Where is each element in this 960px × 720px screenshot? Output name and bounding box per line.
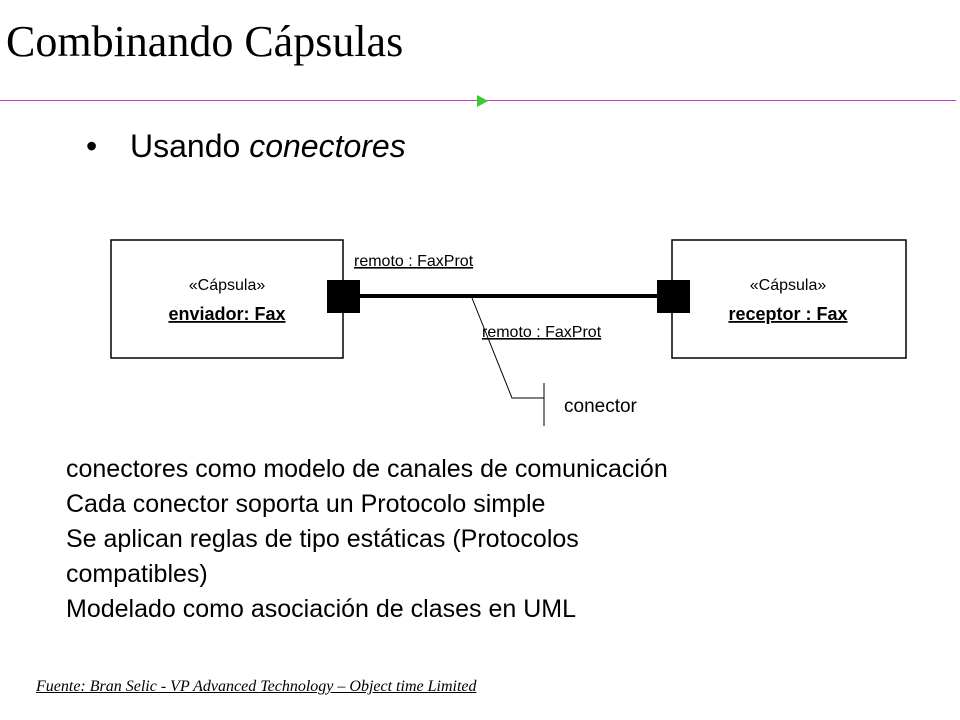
bullet-emphasis: conectores [249, 128, 406, 164]
right-capsule-name: receptor : Fax [728, 304, 847, 324]
body-line: compatibles) [66, 560, 208, 588]
right-capsule-stereotype: «Cápsula» [750, 277, 827, 294]
right-port [657, 280, 690, 313]
bullet-marker: • [86, 128, 98, 164]
slide-title: Combinando Cápsulas [6, 17, 404, 66]
bullet-text: Usando [130, 128, 250, 164]
left-port [327, 280, 360, 313]
connector-note: conector [564, 396, 638, 417]
connector-callout-leader [471, 297, 544, 399]
top-port-label: remoto : FaxProt [354, 253, 474, 270]
source-footer: Fuente: Bran Selic - VP Advanced Technol… [36, 678, 477, 695]
body-line: Se aplican reglas de tipo estáticas (Pro… [66, 525, 579, 553]
body-line: Modelado como asociación de clases en UM… [66, 595, 576, 623]
bottom-port-label: remoto : FaxProt [482, 324, 602, 341]
left-capsule-box [110, 239, 344, 359]
divider-arrow-icon [477, 95, 488, 107]
body-text: conectores como modelo de canales de com… [66, 452, 668, 627]
left-capsule-name: enviador: Fax [168, 304, 285, 324]
body-line: Cada conector soporta un Protocolo simpl… [66, 490, 546, 518]
right-capsule-box [671, 239, 907, 359]
left-capsule-stereotype: «Cápsula» [189, 277, 266, 294]
bullet-item: • Usando conectores [86, 128, 406, 165]
body-line: conectores como modelo de canales de com… [66, 455, 668, 483]
